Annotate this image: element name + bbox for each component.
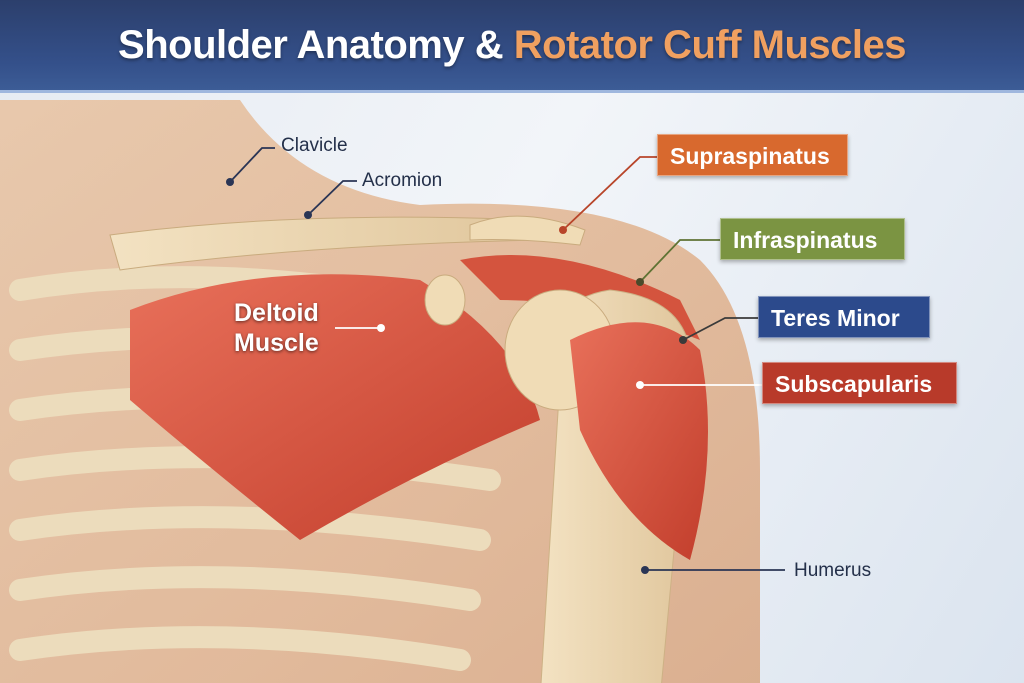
label-box-infraspinatus: Infraspinatus (720, 218, 905, 260)
deltoid-line-2: Muscle (234, 329, 319, 357)
label-box-subscapularis: Subscapularis (762, 362, 957, 404)
shoulder-illustration (0, 100, 785, 683)
chest-muscle (130, 274, 540, 540)
deltoid-arm-muscle (570, 322, 708, 560)
coracoid-process (424, 274, 466, 326)
label-box-teres-minor: Teres Minor (758, 296, 930, 338)
leader-dots (226, 178, 687, 574)
leader-lines (229, 147, 785, 571)
label-humerus: Humerus (794, 560, 872, 581)
label-acromion: Acromion (362, 170, 443, 191)
acromion-bone (469, 215, 586, 246)
title-part-1: Shoulder Anatomy & (118, 22, 514, 67)
label-box-supraspinatus: Supraspinatus (657, 134, 848, 176)
label-deltoid: Deltoid Muscle (234, 298, 319, 358)
title-part-2: Rotator Cuff Muscles (513, 22, 907, 67)
title-bar: Shoulder Anatomy & Rotator Cuff Muscles (0, 0, 1024, 93)
page-title: Shoulder Anatomy & Rotator Cuff Muscles (118, 23, 906, 68)
label-clavicle: Clavicle (281, 135, 348, 156)
deltoid-line-1: Deltoid (234, 299, 319, 327)
